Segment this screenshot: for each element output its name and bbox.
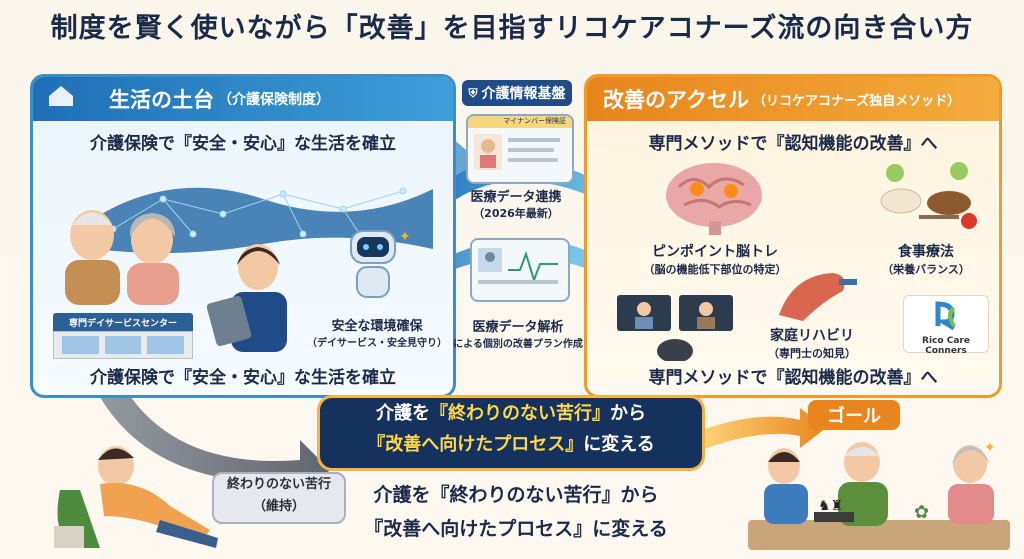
- care-worker-illustration: [206, 244, 287, 352]
- safety-line1: 安全な環境確保: [331, 319, 423, 334]
- arrow-orange: [702, 408, 826, 450]
- main-title: 制度を賢く使いながら「改善」を目指すリコケアコナーズ流の向き合い方: [50, 13, 974, 44]
- left-statement-top: 介護保険で『安全・安心』な生活を確立: [90, 134, 396, 154]
- brain-icon: [666, 163, 762, 235]
- home-rehab-label: 家庭リハビリ （専門士の知見）: [747, 325, 877, 361]
- svg-text:✦: ✦: [399, 229, 411, 245]
- safety-label: 安全な環境確保 （デイサービス・安全見守り）: [303, 315, 451, 349]
- goal-badge: ゴール: [808, 400, 900, 430]
- robot-illustration: ✦: [350, 229, 411, 298]
- left-header-sub: （介護保険制度）: [218, 92, 330, 108]
- chess-group-illustration: ♞♜ ✿ ✦: [748, 440, 1010, 550]
- right-statement-top: 専門メソッドで『認知機能の改善』へ: [648, 134, 938, 154]
- reclining-man-illustration: [54, 446, 218, 548]
- analysis-monitor: [470, 238, 570, 302]
- day-service-building: 専門デイサービスセンター: [53, 313, 193, 359]
- video-call-icon: [617, 295, 733, 361]
- card-photo-icon: [474, 134, 560, 170]
- logo-mark-icon: [934, 301, 956, 331]
- rico-care-logo: Rico Care Conners: [903, 295, 989, 356]
- network-wave-illustration: [93, 187, 433, 253]
- food-line2: （栄養バランス）: [882, 263, 970, 276]
- insurance-card: マイナンバー保険証: [466, 114, 574, 184]
- right-panel: 改善のアクセル （リコケアコナーズ独自メソッド） 専門メソッドで『認知機能の改善…: [584, 74, 1002, 398]
- bottom-line1: 介護を『終わりのない苦行』から: [373, 484, 659, 506]
- elderly-couple-illustration: [65, 210, 179, 305]
- transform-line1-pre: 介護を: [376, 403, 430, 424]
- suffering-line1: 終わりのない苦行: [226, 477, 331, 492]
- center-badge-label: 介護情報基盤: [481, 86, 566, 102]
- data-link-line2: （2026年最新）: [473, 207, 559, 220]
- muscle-icon: [779, 273, 857, 321]
- shield-icon: ⛨: [468, 85, 478, 100]
- suffering-line2: （維持）: [252, 499, 305, 514]
- right-header-sub: （リコケアコナーズ独自メソッド）: [752, 93, 961, 109]
- right-header-title: 改善のアクセル: [603, 88, 749, 112]
- right-statement-bottom: 専門メソッドで『認知機能の改善』へ: [648, 368, 938, 388]
- chart-monitor-icon: [478, 248, 558, 284]
- meal-icon: [880, 162, 977, 229]
- day-service-sign: 専門デイサービスセンター: [53, 313, 193, 331]
- analysis-line2: による個別の改善プラン作成: [453, 339, 583, 350]
- brain-line1: ピンポイント脳トレ: [652, 244, 778, 260]
- right-panel-header: 改善のアクセル （リコケアコナーズ独自メソッド）: [587, 77, 999, 121]
- food-line1: 食事療法: [898, 244, 954, 260]
- left-header-title: 生活の土台: [109, 88, 214, 112]
- svg-text:✿: ✿: [914, 502, 929, 523]
- safety-line2: （デイサービス・安全見守り）: [307, 338, 447, 349]
- bottom-message: 介護を『終わりのない苦行』から 『改善へ向けたプロセス』に変える: [336, 478, 696, 546]
- arrow-gray: [96, 380, 330, 500]
- bottom-line2: 『改善へ向けたプロセス』に変える: [364, 518, 668, 540]
- insurance-card-label: マイナンバー保険証: [468, 116, 572, 128]
- analysis-line1: 医療データ解析: [472, 320, 564, 335]
- transform-message: 介護を『終わりのない苦行』から 『改善へ向けたプロセス』に変える: [320, 398, 702, 468]
- svg-text:✦: ✦: [984, 440, 996, 456]
- diet-label: 食事療法 （栄養バランス）: [871, 241, 981, 277]
- transform-line2-post: に変える: [583, 434, 655, 455]
- house-icon: [46, 84, 76, 108]
- left-statement-bottom: 介護保険で『安全・安心』な生活を確立: [90, 368, 396, 388]
- data-link-label: 医療データ連携 （2026年最新）: [446, 186, 586, 221]
- left-panel: 生活の土台 （介護保険制度） 介護保険で『安全・安心』な生活を確立: [30, 74, 456, 398]
- rehab-line1: 家庭リハビリ: [770, 328, 854, 344]
- endless-suffering-badge: 終わりのない苦行 （維持）: [212, 472, 346, 524]
- transform-line1-em: 『終わりのない苦行』: [430, 403, 610, 424]
- logo-text: Rico Care Conners: [922, 336, 970, 356]
- data-link-line1: 医療データ連携: [470, 190, 562, 205]
- left-panel-header: 生活の土台 （介護保険制度）: [33, 77, 453, 121]
- transform-line1-post: から: [610, 403, 646, 424]
- rehab-line2: （専門士の知見）: [768, 347, 856, 360]
- brain-line2: （脳の機能低下部位の特定）: [643, 263, 787, 276]
- transform-line2-em: 『改善へ向けたプロセス』: [367, 434, 584, 455]
- svg-text:♞♜: ♞♜: [818, 498, 843, 514]
- center-badge: ⛨ 介護情報基盤: [462, 80, 572, 106]
- analysis-label: 医療データ解析 による個別の改善プラン作成: [438, 316, 598, 350]
- brain-training-label: ピンポイント脳トレ （脳の機能低下部位の特定）: [615, 241, 815, 277]
